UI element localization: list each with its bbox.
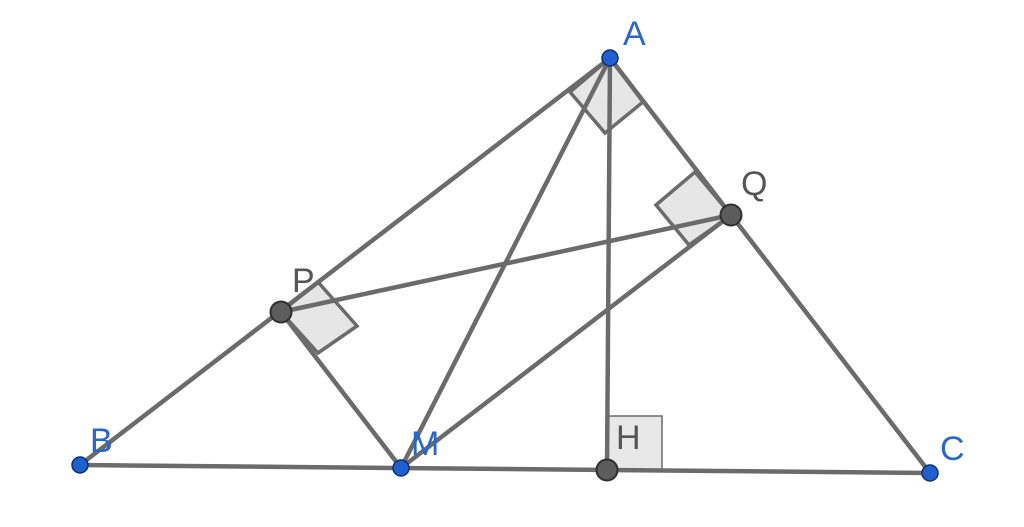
label-a: A	[623, 15, 646, 53]
point-b[interactable]	[71, 456, 89, 474]
right-angle-marker-q	[653, 169, 734, 248]
label-p: P	[292, 262, 315, 300]
label-b: B	[90, 422, 113, 460]
label-m: M	[411, 425, 439, 463]
segment-ac	[607, 55, 933, 476]
label-q: Q	[741, 165, 767, 203]
point-p	[269, 300, 293, 324]
segment-mq	[398, 212, 734, 471]
segment-pq	[278, 212, 734, 315]
label-h: H	[616, 419, 641, 457]
point-m[interactable]	[392, 459, 410, 477]
point-q	[719, 203, 743, 227]
point-h	[595, 458, 619, 482]
point-a[interactable]	[601, 49, 619, 67]
segment-bc	[77, 462, 933, 476]
segment-ah	[604, 55, 613, 473]
right-angle-marker-h	[606, 415, 663, 471]
point-c[interactable]	[921, 464, 939, 482]
label-c: C	[940, 430, 965, 468]
segment-ab	[77, 55, 613, 468]
segment-mp	[278, 309, 404, 471]
